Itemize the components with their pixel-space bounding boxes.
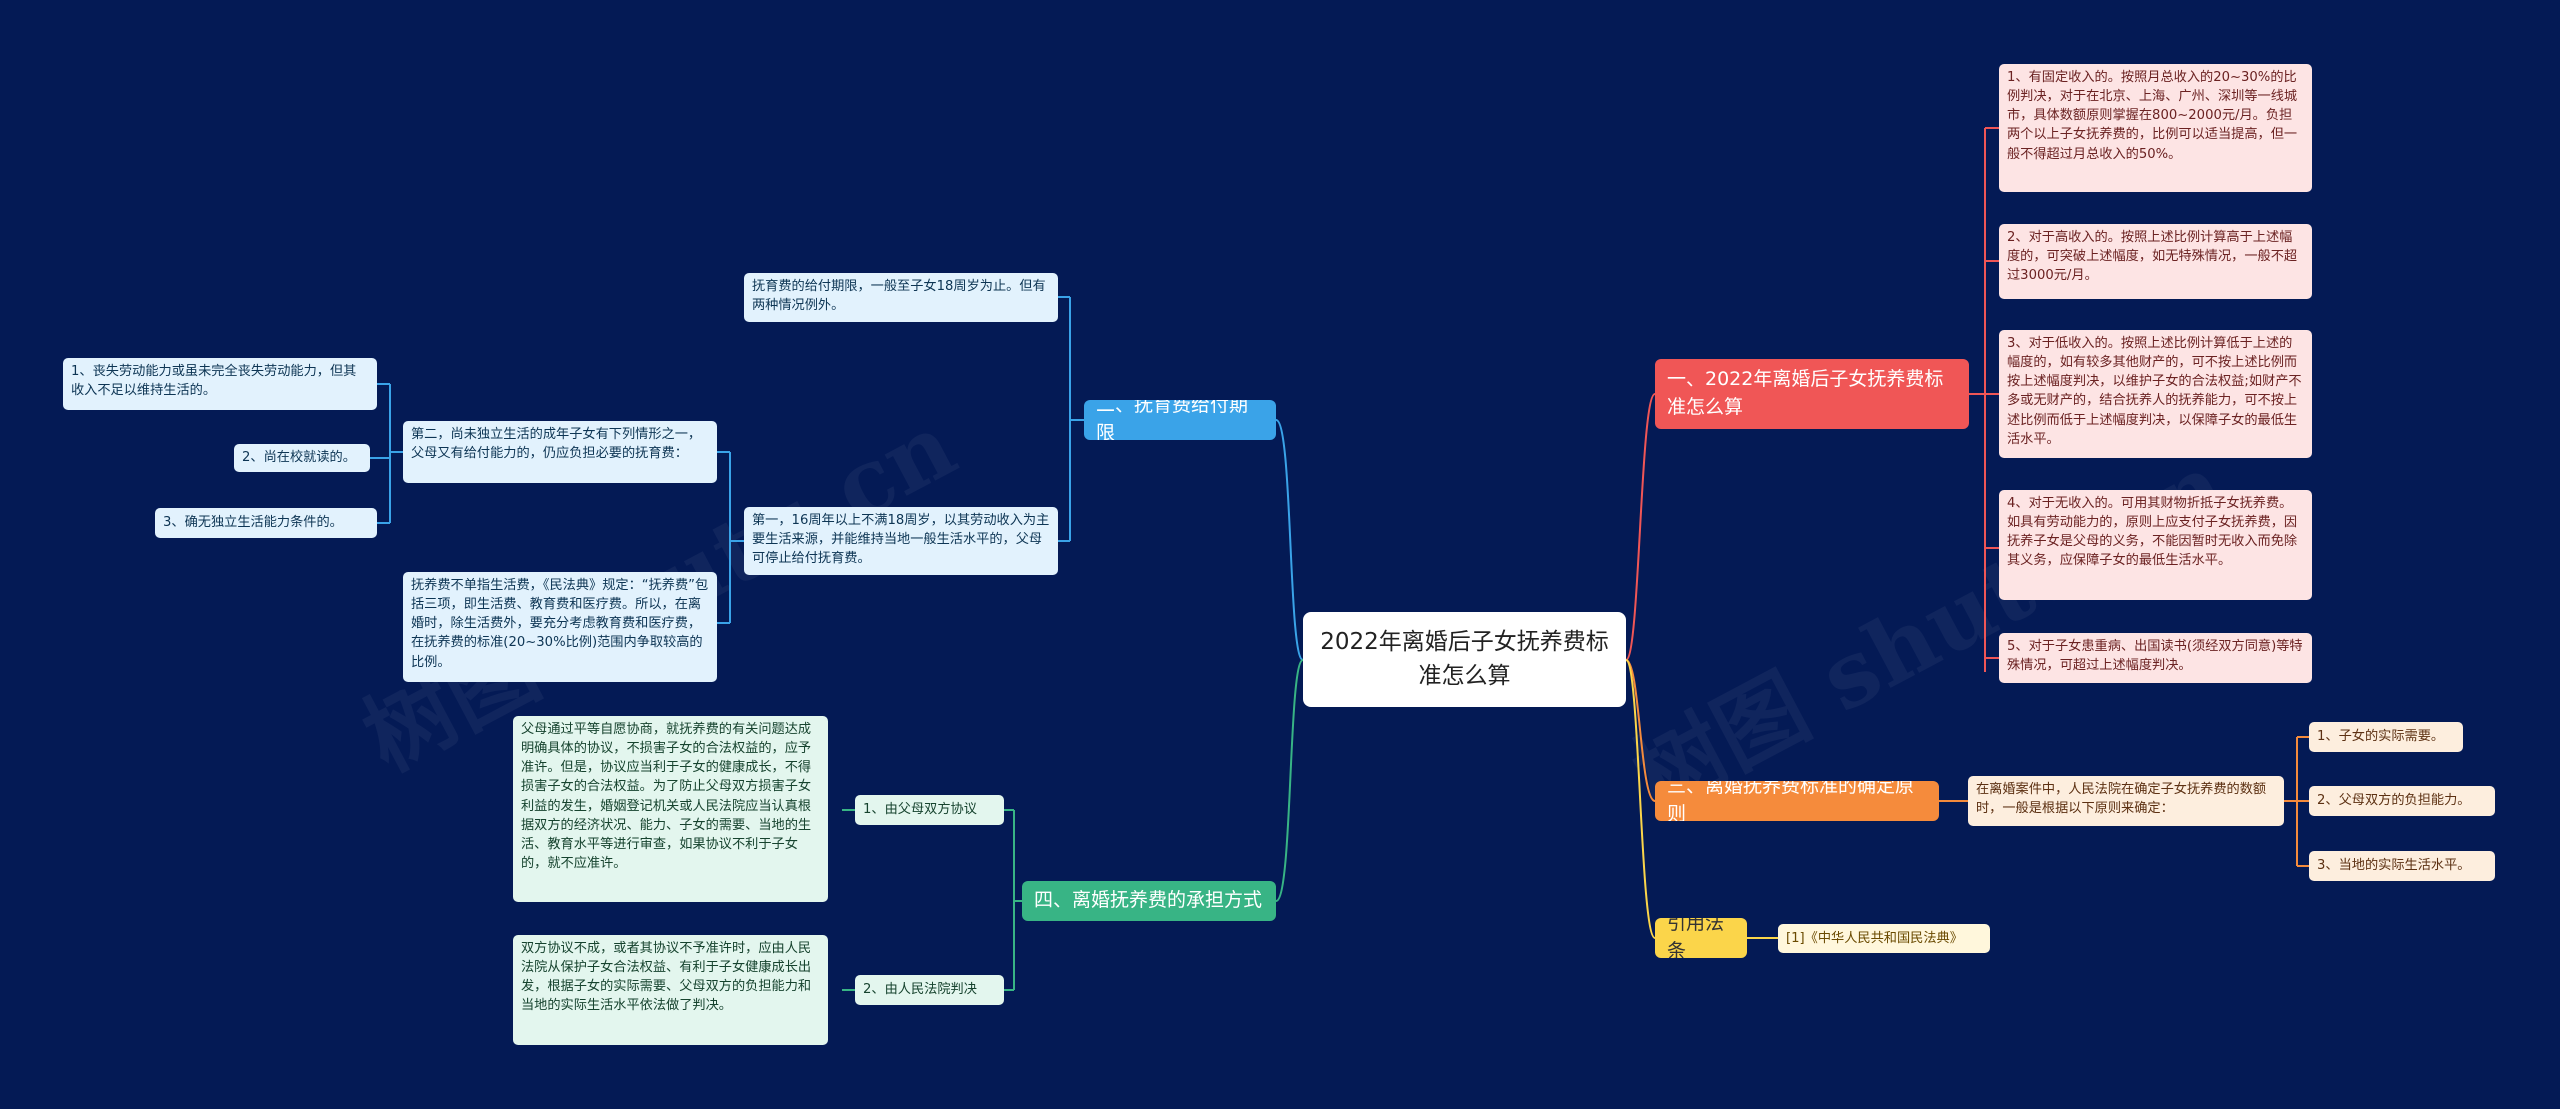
standard-item-5[interactable]: 5、对于子女患重病、出国读书(须经双方同意)等特殊情况，可超过上述幅度判决。	[1999, 633, 2312, 683]
period-note[interactable]: 抚养费不单指生活费，《民法典》规定：“抚养费”包括三项，即生活费、教育费和医疗费…	[403, 572, 717, 682]
principle-intro[interactable]: 在离婚案件中，人民法院在确定子女抚养费的数额时，一般是根据以下原则来确定：	[1968, 776, 2284, 826]
period-item-1[interactable]: 抚育费的给付期限，一般至子女18周岁为止。但有两种情况例外。	[744, 273, 1058, 322]
branch-burden-label: 四、离婚抚养费的承担方式	[1034, 889, 1263, 912]
period-second[interactable]: 第二，尚未独立生活的成年子女有下列情形之一，父母又有给付能力的，仍应负担必要的抚…	[403, 421, 717, 483]
period-second-item-1[interactable]: 1、丧失劳动能力或虽未完全丧失劳动能力，但其收入不足以维持生活的。	[63, 358, 377, 410]
branch-period-label: 二、抚育费给付期限	[1096, 400, 1249, 440]
burden-way-1[interactable]: 1、由父母双方协议	[855, 795, 1004, 825]
standard-item-2[interactable]: 2、对于高收入的。按照上述比例计算高于上述幅度的，可突破上述幅度，如无特殊情况，…	[1999, 224, 2312, 299]
branch-standard-label: 一、2022年离婚后子女抚养费标准怎么算	[1667, 368, 1944, 418]
branch-burden[interactable]: 四、离婚抚养费的承担方式	[1022, 881, 1276, 921]
principle-item-2[interactable]: 2、父母双方的负担能力。	[2309, 786, 2495, 816]
burden-way-2[interactable]: 2、由人民法院判决	[855, 975, 1004, 1005]
standard-item-3[interactable]: 3、对于低收入的。按照上述比例计算低于上述的幅度的，如有较多其他财产的，可不按上…	[1999, 330, 2312, 458]
branch-principle-label: 三、离婚抚养费标准的确定原则	[1667, 781, 1915, 821]
branch-standard[interactable]: 一、2022年离婚后子女抚养费标准怎么算	[1655, 359, 1969, 429]
principle-item-3[interactable]: 3、当地的实际生活水平。	[2309, 851, 2495, 881]
branch-principle[interactable]: 三、离婚抚养费标准的确定原则	[1655, 781, 1939, 821]
period-item-2[interactable]: 第一，16周年以上不满18周岁，以其劳动收入为主要生活来源，并能维持当地一般生活…	[744, 507, 1058, 575]
law-item-1[interactable]: [1]《中华人民共和国民法典》	[1778, 924, 1990, 953]
root-topic[interactable]: 2022年离婚后子女抚养费标准怎么算	[1303, 612, 1626, 707]
burden-way-1-detail[interactable]: 父母通过平等自愿协商，就抚养费的有关问题达成明确具体的协议，不损害子女的合法权益…	[513, 716, 828, 902]
burden-way-2-detail[interactable]: 双方协议不成，或者其协议不予准许时，应由人民法院从保护子女合法权益、有利于子女健…	[513, 935, 828, 1045]
principle-item-1[interactable]: 1、子女的实际需要。	[2309, 722, 2463, 752]
root-topic-label: 2022年离婚后子女抚养费标准怎么算	[1320, 629, 1609, 689]
standard-item-4[interactable]: 4、对于无收入的。可用其财物折抵子女抚养费。如具有劳动能力的，原则上应支付子女抚…	[1999, 490, 2312, 600]
period-second-item-3[interactable]: 3、确无独立生活能力条件的。	[155, 508, 377, 538]
branch-period[interactable]: 二、抚育费给付期限	[1084, 400, 1276, 440]
branch-law-label: 引用法条	[1667, 918, 1725, 958]
period-second-item-2[interactable]: 2、尚在校就读的。	[234, 444, 370, 472]
standard-item-1[interactable]: 1、有固定收入的。按照月总收入的20~30%的比例判决，对于在北京、上海、广州、…	[1999, 64, 2312, 192]
branch-law[interactable]: 引用法条	[1655, 918, 1747, 958]
